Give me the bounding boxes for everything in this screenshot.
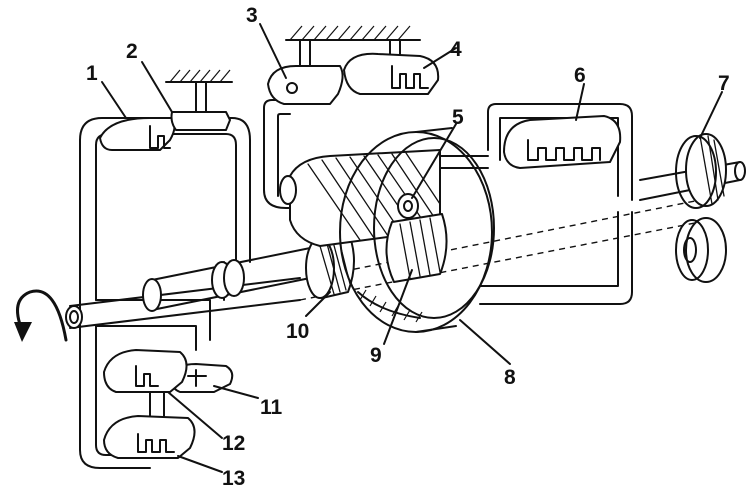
callout-5: 5 <box>452 106 464 129</box>
callout-9: 9 <box>370 344 382 367</box>
callout-labels: 1 2 3 4 5 6 7 8 9 10 11 12 13 <box>86 4 730 490</box>
brake-band-12 <box>103 349 188 393</box>
planet-pin-5 <box>397 193 419 219</box>
callout-4: 4 <box>450 38 462 61</box>
brake-band-13 <box>103 415 196 459</box>
callout-3: 3 <box>246 4 258 27</box>
callout-12: 12 <box>222 432 245 455</box>
planet-pinion-9 <box>385 213 448 283</box>
upper-link-frame <box>263 99 301 209</box>
output-gear-7 <box>675 133 727 283</box>
sun-gear-10 <box>305 231 355 299</box>
rotation-arrow-icon <box>14 289 68 342</box>
brake-band-1 <box>99 117 176 151</box>
callout-2: 2 <box>126 40 138 63</box>
callout-7: 7 <box>718 72 730 95</box>
callout-13: 13 <box>222 467 245 490</box>
callout-8: 8 <box>504 366 516 389</box>
brake-band-6 <box>503 115 622 169</box>
callout-11: 11 <box>260 396 283 419</box>
callout-1: 1 <box>86 62 98 85</box>
left-shift-frame <box>79 117 251 469</box>
main-shaft <box>65 161 746 329</box>
leader-lines <box>101 23 723 473</box>
brake-band-4 <box>343 52 440 95</box>
ground-hatch-icon <box>165 25 421 83</box>
hollow-shaft <box>142 243 331 312</box>
brake-band-3 <box>267 65 344 105</box>
brake-shoe-2 <box>170 111 231 131</box>
callout-6: 6 <box>574 64 586 87</box>
callout-10: 10 <box>286 320 309 343</box>
ring-gear-8 <box>339 127 495 333</box>
right-frame <box>435 103 633 305</box>
